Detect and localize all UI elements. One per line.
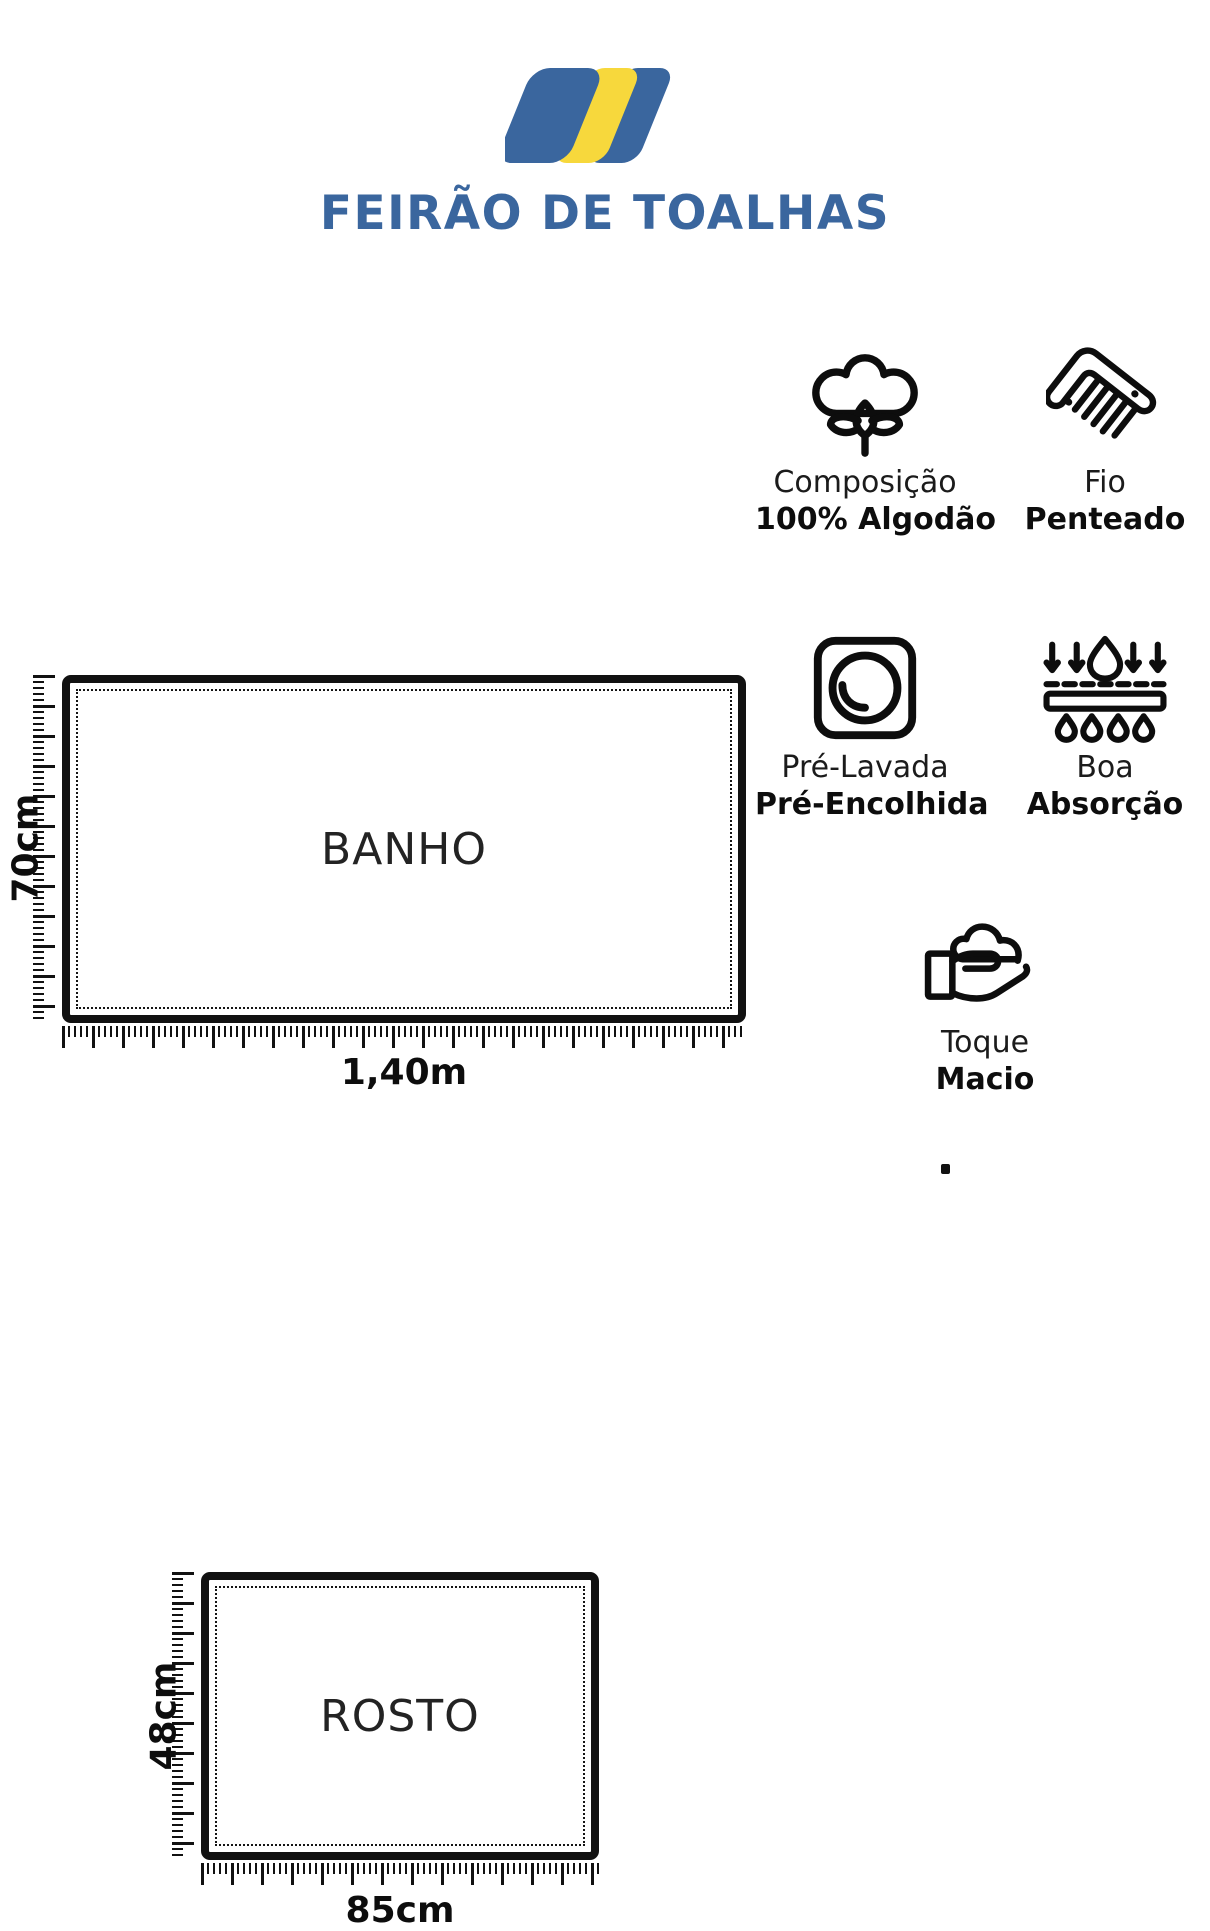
towel-label-rosto: ROSTO bbox=[320, 1690, 480, 1742]
feature-pre-lavada: Pré-Lavada Pré-Encolhida bbox=[755, 625, 989, 824]
dim-label-rosto-width: 85cm bbox=[345, 1890, 455, 1931]
feirao-de-toalhas-logo bbox=[500, 62, 705, 172]
cotton-flower-icon bbox=[755, 340, 975, 465]
brand-header: FEIRÃO DE TOALHAS bbox=[0, 0, 1210, 270]
feature-composicao: Composição 100% Algodão bbox=[755, 340, 997, 539]
features-grid: Composição 100% Algodão bbox=[745, 340, 1205, 1170]
dim-label-banho-width: 1,40m bbox=[340, 1052, 468, 1093]
dim-label-rosto-height: 48cm bbox=[143, 1661, 185, 1771]
feature-label-line2: 100% Algodão bbox=[755, 502, 997, 537]
ruler-major-ticks bbox=[201, 1863, 599, 1885]
hand-holding-cloud-icon bbox=[875, 900, 1095, 1025]
towel-diagram-banho: BANHO 70cm 1,40m bbox=[0, 330, 760, 1093]
towel-inner-stitch-banho bbox=[76, 689, 732, 1009]
page-title: FEIRÃO DE TOALHAS bbox=[319, 186, 891, 241]
feature-label-line2: Absorção bbox=[1026, 787, 1184, 822]
feature-absorcao: Boa Absorção bbox=[995, 625, 1210, 824]
ruler-horizontal-banho bbox=[62, 1026, 746, 1048]
feature-label-line2: Penteado bbox=[1024, 502, 1186, 537]
feature-label-line2: Macio bbox=[935, 1062, 1035, 1097]
feature-fio: Fio Penteado bbox=[995, 340, 1210, 539]
feature-label-line2: Pré-Encolhida bbox=[755, 787, 989, 822]
towel-diagram-rosto: ROSTO 48cm 85cm bbox=[0, 780, 760, 1931]
feature-label-line1: Fio bbox=[1084, 465, 1126, 500]
washing-machine-icon bbox=[755, 625, 975, 750]
absorption-drops-icon bbox=[995, 625, 1210, 750]
feature-label-line1: Toque bbox=[940, 1025, 1030, 1060]
ruler-major-ticks bbox=[33, 675, 55, 1023]
comb-icon bbox=[995, 340, 1210, 465]
towel-label-banho: BANHO bbox=[321, 823, 487, 875]
feature-label-line1: Pré-Lavada bbox=[781, 750, 949, 785]
towel-rect-rosto: ROSTO bbox=[201, 1572, 599, 1860]
feature-label-line1: Boa bbox=[1076, 750, 1134, 785]
ruler-vertical-banho bbox=[33, 675, 55, 1023]
towel-rect-banho: BANHO bbox=[62, 675, 746, 1023]
feature-toque: Toque Macio bbox=[875, 900, 1095, 1099]
footer-dot bbox=[941, 1164, 950, 1174]
feature-label-line1: Composição bbox=[773, 465, 957, 500]
ruler-horizontal-rosto bbox=[201, 1863, 599, 1885]
ruler-major-ticks bbox=[62, 1026, 746, 1048]
